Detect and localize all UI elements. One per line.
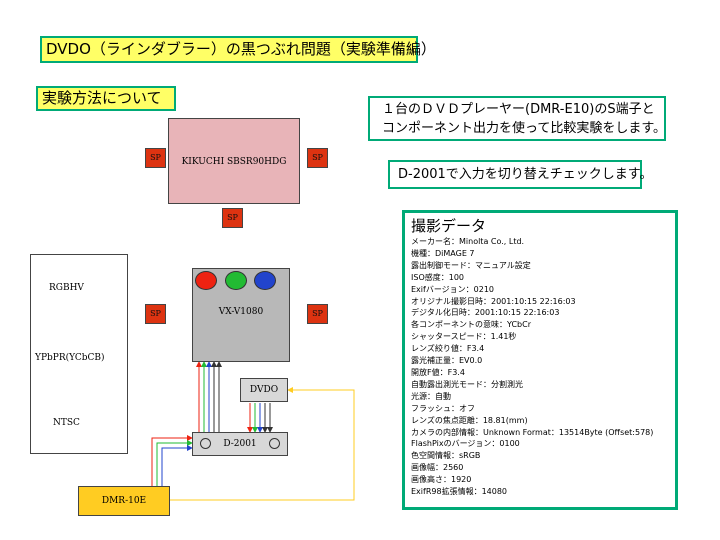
shooting-data-row: カメラの内部情報：Unknown Format：13514Byte (Offse…	[411, 427, 654, 437]
speaker-front-left: SP	[145, 148, 166, 168]
speaker-front-right: SP	[307, 148, 328, 168]
legend-ntsc-label: NTSC	[53, 418, 80, 428]
projector-red-lens	[195, 271, 217, 290]
note-comparison: １台のＤＶＤプレーヤー(DMR-E10)のS端子と コンポーネント出力を使って比…	[368, 96, 666, 141]
shooting-data-row: FlashPixのバージョン：0100	[411, 439, 520, 449]
d2001-knob-left	[200, 438, 211, 449]
dmr-to-d2001-green	[156, 440, 193, 486]
speaker-rear-right: SP	[307, 304, 328, 324]
shooting-data-row: 露出制御モード：マニュアル設定	[411, 260, 531, 270]
shooting-data-row: メーカー名：Minolta Co., Ltd.	[411, 237, 525, 246]
shooting-data-heading: 撮影データ	[411, 217, 487, 235]
d2001-label: D-2001	[223, 439, 257, 449]
projector-label: VX-V1080	[218, 307, 264, 317]
projector-green-lens	[225, 271, 247, 290]
shooting-data-row: シャッタースピード：1.41秒	[411, 332, 517, 342]
dmr-to-d2001-blue	[161, 445, 193, 486]
dmr-to-d2001-red	[151, 435, 193, 486]
shooting-data-row: 各コンポーネントの意味：YCbCr	[411, 320, 531, 330]
shooting-data-panel: 撮影データ メーカー名：Minolta Co., Ltd. 機種：DiMAGE 7…	[402, 210, 678, 510]
legend-rgbhv-label: RGBHV	[49, 283, 84, 293]
shooting-data-row: 色空間情報：sRGB	[411, 451, 481, 461]
shooting-data-row: フラッシュ：オフ	[411, 403, 475, 413]
note-comparison-line-2: コンポーネント出力を使って比較実験をします。	[382, 121, 667, 136]
shooting-data-row: Exifバージョン：0210	[411, 284, 495, 294]
note-comparison-line-1: １台のＤＶＤプレーヤー(DMR-E10)のS端子と	[382, 102, 655, 117]
shooting-data-row: デジタル化日時：2001:10:15 22:16:03	[411, 308, 560, 318]
shooting-data-row: 画像幅：2560	[411, 463, 464, 473]
dmr-to-dvdo-ntsc	[170, 387, 355, 501]
method-heading: 実験方法について	[36, 86, 176, 111]
shooting-data-rows: メーカー名：Minolta Co., Ltd. 機種：DiMAGE 7 露出制御モー…	[411, 236, 675, 498]
d2001-knob-right	[269, 438, 280, 449]
shooting-data-row: 自動露出測光モード：分割測光	[411, 379, 523, 389]
projector-blue-lens	[254, 271, 276, 290]
shooting-data-row: ISO感度：100	[411, 272, 465, 282]
kikuchi-screen: KIKUCHI SBSR90HDG	[168, 118, 300, 204]
shooting-data-row: 機種：DiMAGE 7	[411, 248, 475, 258]
page-title: DVDO（ラインダブラー）の黒つぶれ問題（実験準備編）	[40, 36, 436, 63]
d2001-switcher: D-2001	[192, 432, 288, 456]
speaker-rear-left: SP	[145, 304, 166, 324]
shooting-data-row: レンズの焦点距離：18.81(mm)	[411, 415, 528, 425]
shooting-data-row: 画像高さ：1920	[411, 475, 472, 485]
legend-ypbpr-label: YPbPR(YCbCB)	[35, 353, 105, 363]
note-switching: D-2001で入力を切り替えチェックします。	[388, 160, 653, 189]
dmr-player: DMR-10E	[78, 486, 170, 516]
projector-vx-v1080: VX-V1080	[192, 268, 290, 362]
shooting-data-row: 光源：自動	[411, 391, 451, 401]
shooting-data-row: 開放F値：F3.4	[411, 367, 465, 377]
signal-legend: RGBHV YPbPR(YCbCB) NTSC	[30, 254, 128, 454]
shooting-data-row: オリジナル撮影日時：2001:10:15 22:16:03	[411, 296, 576, 306]
speaker-center: SP	[222, 208, 243, 228]
shooting-data-row: レンズ絞り値：F3.4	[411, 344, 485, 354]
dvdo-device: DVDO	[240, 378, 288, 402]
shooting-data-row: ExifR98拡張情報：14080	[411, 487, 508, 497]
shooting-data-row: 露光補正量：EV0.0	[411, 356, 483, 366]
